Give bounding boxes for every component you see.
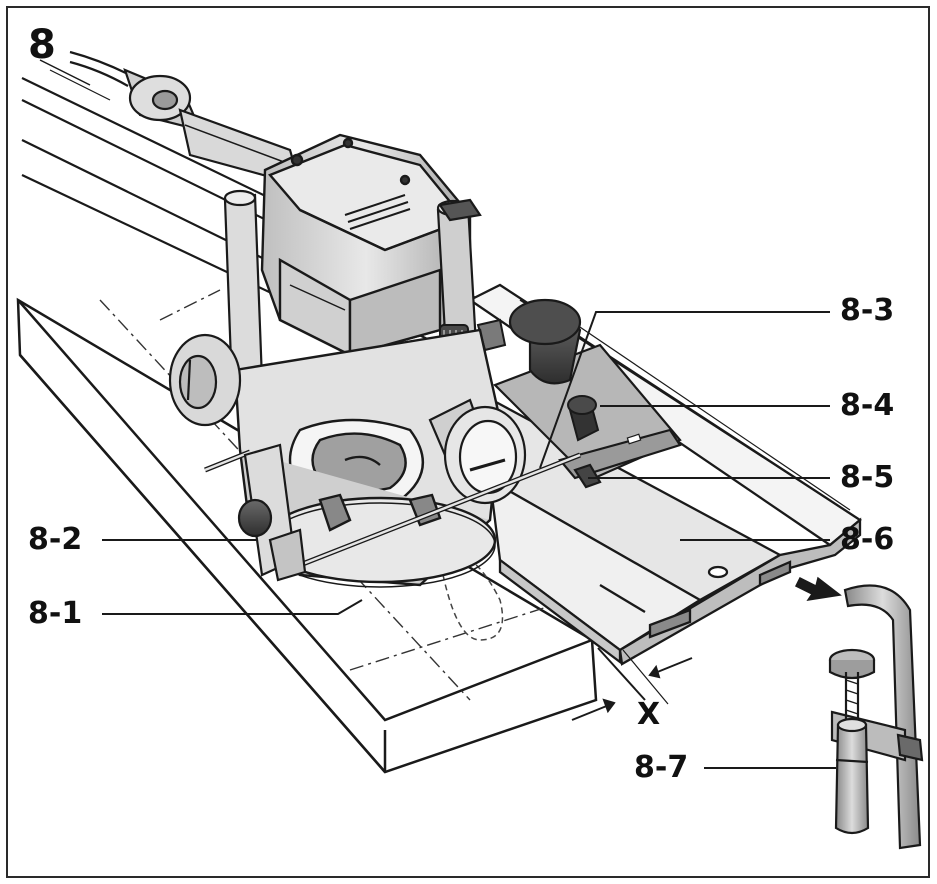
- callout-8-2: 8-2: [28, 522, 83, 557]
- screw-clamp: [828, 584, 924, 850]
- figure-number: 8: [28, 22, 57, 68]
- callout-8-1: 8-1: [28, 596, 83, 631]
- callout-8-3: 8-3: [840, 293, 895, 328]
- insert-arrow: [794, 576, 842, 602]
- clamping-knob: [567, 395, 600, 442]
- callout-8-5: 8-5: [840, 460, 895, 495]
- dimension-x-label: X: [637, 697, 661, 732]
- cord-strain-relief: [123, 68, 302, 187]
- callout-8-6: 8-6: [840, 522, 895, 557]
- callout-8-4: 8-4: [840, 388, 895, 423]
- fine-adjust-knob: [237, 443, 307, 582]
- power-cord: [69, 50, 131, 87]
- leader-lines: [102, 311, 836, 769]
- guide-rods: [204, 449, 581, 568]
- router-motor-housing: [260, 133, 472, 357]
- side-handle-right: [428, 398, 527, 505]
- vent-slots: [344, 194, 411, 230]
- dimension-x: [571, 647, 693, 721]
- callout-8-7: 8-7: [634, 750, 689, 785]
- side-handle-left: [168, 333, 242, 427]
